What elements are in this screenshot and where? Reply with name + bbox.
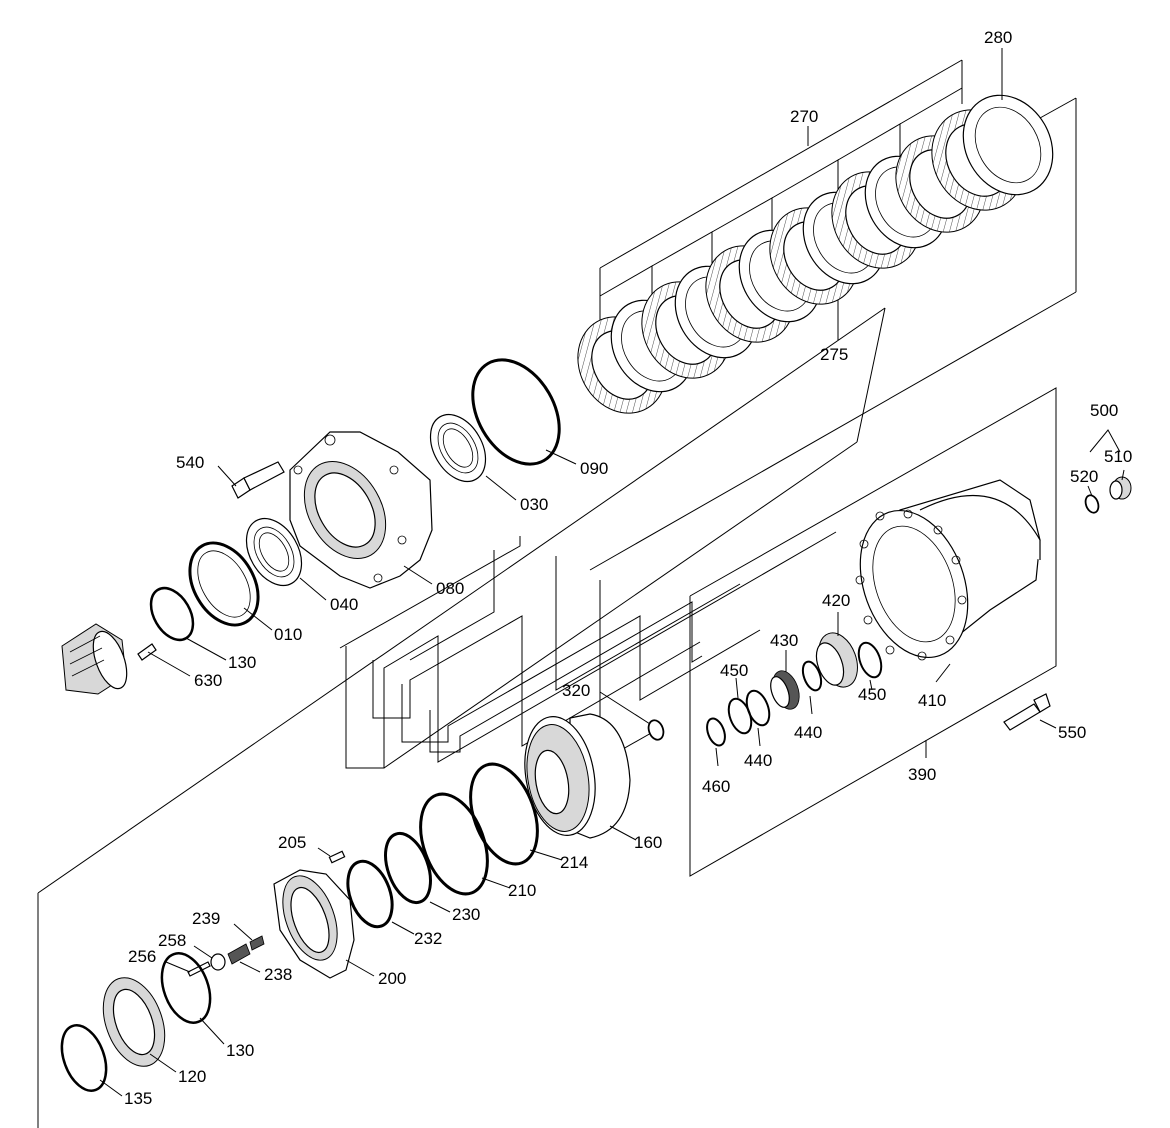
hub-housing-080: [289, 431, 433, 589]
label-200: 200: [378, 969, 406, 988]
leader-lines: [99, 48, 1125, 1097]
label-550: 550: [1058, 723, 1086, 742]
label-275: 275: [820, 345, 848, 364]
spline-shaft: [61, 623, 128, 695]
label-120: 120: [178, 1067, 206, 1086]
spring-239: [249, 935, 265, 951]
screw-630: [137, 643, 157, 661]
label-540: 540: [176, 453, 204, 472]
drum-bolt-holes: [855, 509, 967, 661]
end-plate-280: [962, 94, 1054, 196]
gear-420: [815, 632, 858, 688]
label-440-lower: 440: [744, 751, 772, 770]
bearing-030: [429, 413, 487, 483]
label-130-lower: 130: [226, 1041, 254, 1060]
seal-010: [188, 541, 260, 627]
label-270: 270: [790, 107, 818, 126]
drum-410: [855, 479, 1041, 661]
label-630: 630: [194, 671, 222, 690]
cap-258: [210, 953, 226, 971]
label-510: 510: [1104, 447, 1132, 466]
clutch-plate-stack: [577, 87, 1054, 414]
label-410: 410: [918, 691, 946, 710]
label-160: 160: [634, 833, 662, 852]
piston-200: [273, 869, 355, 979]
bolt-550: [1003, 693, 1051, 731]
o-ring-210: [419, 792, 489, 896]
o-ring-135: [60, 1024, 108, 1092]
label-040: 040: [330, 595, 358, 614]
label-010: 010: [274, 625, 302, 644]
label-280: 280: [984, 28, 1012, 47]
label-210: 210: [508, 881, 536, 900]
o-ring-214: [469, 762, 539, 866]
label-420: 420: [822, 591, 850, 610]
assembly-frame-lines: [37, 59, 1077, 1128]
label-239: 239: [192, 909, 220, 928]
label-135: 135: [124, 1089, 152, 1108]
label-205: 205: [278, 833, 306, 852]
label-230: 230: [452, 905, 480, 924]
bearing-430: [770, 670, 800, 710]
label-030: 030: [520, 495, 548, 514]
spring-238: [227, 943, 251, 965]
pin-256: [187, 961, 211, 977]
pin-205: [328, 850, 346, 864]
snap-ring-460: [706, 717, 726, 747]
o-ring-130-lower: [160, 952, 212, 1024]
o-ring-090: [471, 358, 561, 466]
label-320: 320: [562, 681, 590, 700]
ring-440-upper: [801, 660, 823, 692]
label-500: 500: [1090, 401, 1118, 420]
label-520: 520: [1070, 467, 1098, 486]
label-256: 256: [128, 947, 156, 966]
bearing-040: [245, 517, 303, 587]
label-258: 258: [158, 931, 186, 950]
snap-ring-450-right: [857, 641, 883, 679]
label-450-left: 450: [720, 661, 748, 680]
snap-ring-450-left: [727, 697, 753, 735]
label-390: 390: [908, 765, 936, 784]
label-238: 238: [264, 965, 292, 984]
part-number-labels: 280 270 275 090 030 540 080 040 010 130 …: [124, 28, 1132, 1108]
plug-510: [1109, 476, 1132, 500]
label-440-upper: 440: [794, 723, 822, 742]
washer-520: [1084, 494, 1100, 514]
o-ring-230: [384, 831, 432, 905]
label-232: 232: [414, 929, 442, 948]
carrier-160: [524, 713, 631, 839]
label-080: 080: [436, 579, 464, 598]
label-460: 460: [702, 777, 730, 796]
bolt-540: [231, 461, 285, 499]
washer-320: [647, 719, 665, 741]
gear-ring-120: [102, 977, 166, 1067]
label-430: 430: [770, 631, 798, 650]
o-ring-232: [346, 859, 394, 929]
label-090: 090: [580, 459, 608, 478]
label-214: 214: [560, 853, 588, 872]
label-450-right: 450: [858, 685, 886, 704]
label-130-upper: 130: [228, 653, 256, 672]
